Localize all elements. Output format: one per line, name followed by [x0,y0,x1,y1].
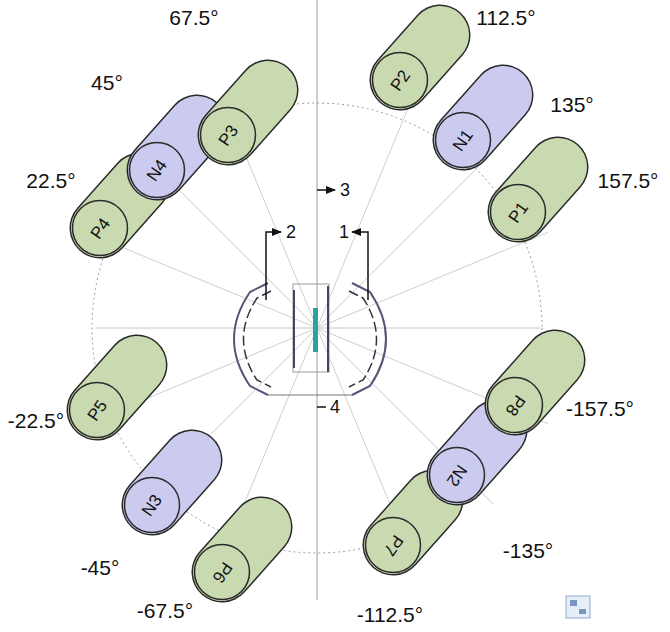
marker-arrow [317,189,335,191]
angle-label: 112.5° [476,7,535,28]
face-ellipse [488,378,543,433]
detector-face: P8 [486,376,544,434]
face-ellipse [195,545,250,600]
corner-icon [566,596,590,618]
detector-face: P7 [364,516,422,574]
face-ellipse [373,53,428,108]
face-ellipse [491,185,546,240]
target-strip [313,308,318,352]
left-bracket-inner [244,291,272,387]
detector-face: N4 [128,141,186,199]
angle-label: -112.5° [357,604,423,625]
face-ellipse [125,478,180,533]
angle-label: -45° [81,557,120,578]
marker-arrow [266,232,281,300]
angle-label: -22.5° [8,410,64,431]
detector-face: P5 [68,381,126,439]
radial-line [317,232,548,328]
section-markers [266,190,368,407]
vertical-axis [317,0,318,600]
detector-face: N1 [434,111,492,169]
icon-mark [579,609,586,614]
radial-line [317,151,494,328]
icon-frame [566,596,590,618]
section-number: 3 [340,181,350,199]
foil-left [293,290,295,368]
angle-label: 67.5° [169,7,218,28]
radial-line [317,97,413,328]
section-number: 4 [330,398,340,416]
target-frame [293,284,329,372]
detector-face: P1 [489,183,547,241]
section-number: 1 [339,223,349,241]
radial-lines [86,97,548,559]
face-ellipse [201,108,256,163]
detector-face: P6 [193,543,251,601]
angle-label: -67.5° [137,600,193,621]
angle-label: -157.5° [566,398,634,419]
icon-mark [570,600,577,606]
angle-label: 135° [550,94,593,115]
radial-line [140,328,317,505]
base-line [268,395,352,396]
target-assembly [234,283,386,395]
detector-face: P4 [71,199,129,257]
angle-label: 22.5° [26,170,75,191]
face-ellipse [70,383,125,438]
face-ellipse [436,113,491,168]
radial-line [317,328,494,505]
section-number: 2 [286,223,296,241]
marker-tick [317,406,326,408]
face-ellipse [73,201,128,256]
right-bracket [352,283,386,395]
right-bracket-inner [349,291,377,387]
marker-arrow [352,232,368,300]
face-ellipse [130,143,185,198]
detector-face: P3 [199,106,257,164]
angle-label: 157.5° [598,170,659,191]
angle-label: 45° [91,72,123,93]
angle-label: -135° [503,540,553,561]
left-bracket [234,283,268,395]
detector-face: N3 [123,476,181,534]
detector-face: N2 [428,446,486,504]
foil-right [327,286,329,372]
face-ellipse [430,448,485,503]
detector-face: P2 [371,51,429,109]
face-ellipse [366,518,421,573]
